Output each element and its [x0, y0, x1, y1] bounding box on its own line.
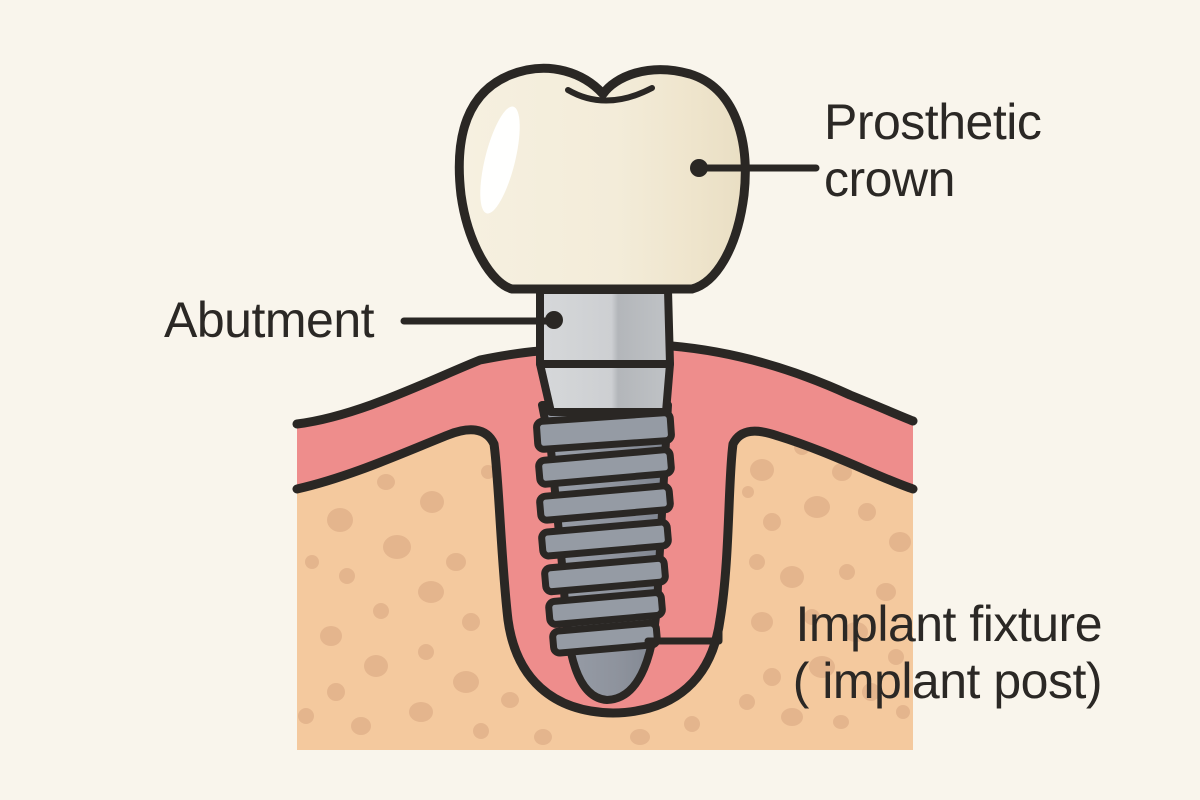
- label-prosthetic-crown: Prosthetic crown: [824, 94, 1042, 208]
- label-implant-fixture-line1: Implant fixture: [795, 596, 1102, 652]
- crown-cusp-notch: [565, 85, 655, 104]
- implant-thread: [535, 446, 675, 488]
- label-prosthetic-crown-line1: Prosthetic: [824, 94, 1042, 150]
- implant-thread: [538, 518, 672, 560]
- leader-crown: [690, 159, 820, 177]
- jawbone-shape: [297, 429, 913, 750]
- leader-line-fixture: [644, 616, 723, 645]
- crown-highlight: [480, 106, 520, 214]
- implant-thread: [541, 554, 669, 596]
- label-implant-fixture: Implant fixture ( implant post): [792, 596, 1103, 710]
- implant-thread: [545, 589, 666, 628]
- implant-thread: [533, 409, 675, 453]
- label-prosthetic-crown-line2: crown: [824, 151, 955, 207]
- implant-thread: [549, 619, 661, 657]
- bone-top-outline: [292, 425, 918, 718]
- label-implant-fixture-line2: ( implant post): [792, 653, 1103, 709]
- abutment-lower-shape: [536, 360, 674, 416]
- prosthetic-crown-shape: [454, 63, 750, 294]
- leader-dot-crown: [690, 159, 708, 177]
- label-abutment-line1: Abutment: [164, 292, 375, 348]
- implant-threads: [533, 409, 675, 657]
- leader-abutment: [400, 311, 563, 329]
- bone-speckles: [298, 439, 911, 745]
- leader-dot-abutment: [545, 311, 563, 329]
- label-abutment: Abutment: [164, 292, 375, 349]
- implant-thread: [536, 482, 674, 524]
